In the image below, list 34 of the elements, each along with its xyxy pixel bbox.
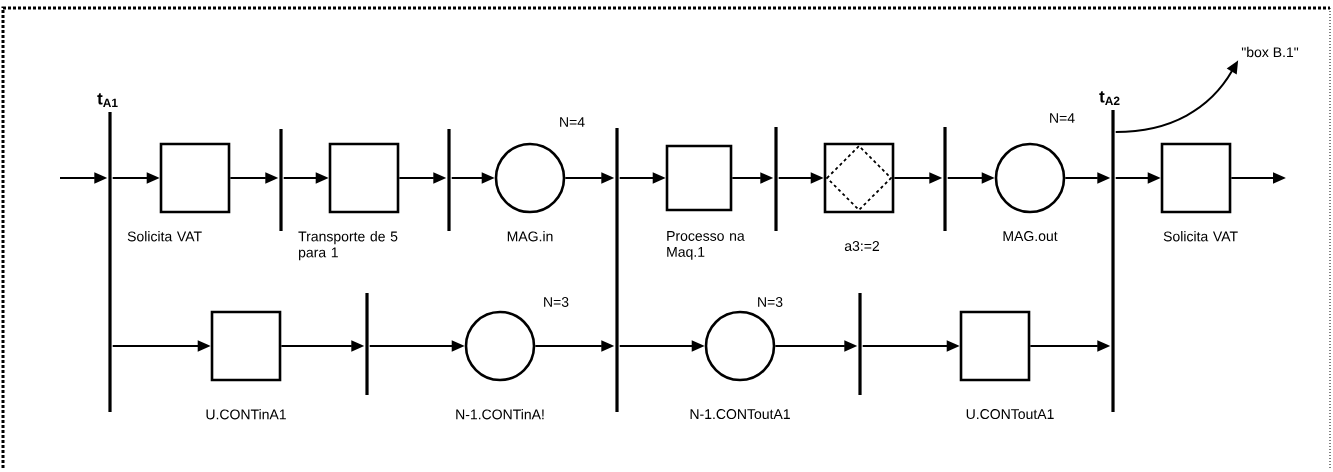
node-label: U.CONTinA1 (206, 409, 286, 420)
transition-bar: t$_{A2}$ (1099, 91, 1120, 412)
place-box: U.CONToutA1 (959, 310, 1054, 419)
place-box: Solicita VAT (1160, 142, 1238, 242)
node-label: Processo na Maq.1 (667, 231, 745, 260)
node-label: Solicita VAT (1163, 231, 1238, 242)
transition-bar (774, 127, 778, 231)
node-label: N=4 (1050, 113, 1075, 123)
place-box: Processo na Maq.1 (665, 144, 745, 260)
transition-bar (943, 127, 947, 231)
transition-bar (365, 293, 369, 395)
place-box: Transporte de 5 para 1 (298, 142, 400, 261)
node-label: MAG.out (1003, 231, 1058, 242)
transition-bar (858, 293, 862, 395)
node-label: t$_{A2}$ (1099, 91, 1120, 105)
node-label: MAG.in (507, 231, 553, 242)
place-box: a3:=2 (823, 142, 895, 251)
place-box: Solicita VAT (127, 142, 231, 242)
node-label: Solicita VAT (127, 231, 202, 242)
node-label: N-1.CONToutA1 (690, 409, 790, 420)
node-label: N=3 (758, 297, 783, 307)
transition-bar: t$_{A1}$ (97, 93, 118, 412)
node-label: U.CONToutA1 (966, 409, 1054, 420)
transition-bar (279, 129, 283, 231)
transition-bar (615, 128, 619, 412)
node-label: t$_{A1}$ (97, 93, 118, 107)
node-label: N=3 (544, 297, 569, 307)
transition-bar (447, 129, 451, 231)
place-box: U.CONTinA1 (206, 310, 286, 420)
node-label: N=4 (560, 117, 585, 127)
node-label: N-1.CONTinA! (456, 409, 544, 420)
node-label: a3:=2 (844, 241, 880, 252)
node-label: Transporte de 5 para 1 (298, 231, 398, 261)
callout-text: "box B.1" (1241, 46, 1299, 58)
